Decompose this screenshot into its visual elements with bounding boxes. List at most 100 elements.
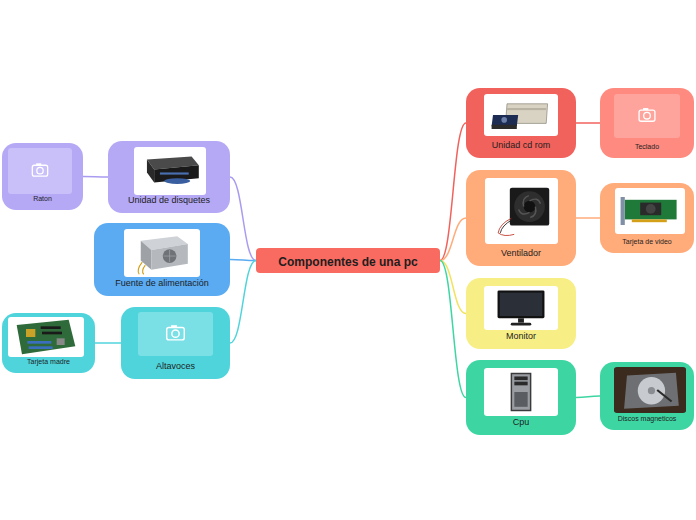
picture-part (514, 376, 527, 380)
picture-part (624, 373, 679, 409)
topic-label: Cpu (513, 417, 530, 427)
topic-box: Fuente de alimentación (94, 223, 230, 296)
picture-part (646, 204, 656, 214)
picture-part (511, 323, 532, 326)
root-label: Componentes de una pc (278, 256, 417, 270)
video-card-picture (615, 188, 685, 234)
topic-box: Discos magneticos (600, 362, 694, 430)
branch-connector (576, 122, 600, 124)
topic-label: Altavoces (156, 361, 195, 371)
picture-part (492, 125, 517, 129)
branch-connector (440, 218, 466, 261)
topic-box: Unidad de disquetes (108, 141, 230, 213)
topic-label: Teclado (635, 143, 659, 151)
branch-connector (576, 217, 600, 219)
picture-part (639, 110, 655, 121)
picture-part (164, 250, 176, 262)
picture-part (514, 392, 527, 407)
power-supply-picture (124, 229, 200, 277)
picture-part (42, 332, 62, 335)
picture-part (643, 108, 648, 110)
picture-part (26, 329, 35, 337)
picture-part (29, 346, 53, 349)
camera-placeholder (8, 148, 72, 194)
camera-placeholder (138, 312, 213, 356)
text-holder: Unidad cd rom (466, 134, 576, 152)
picture-part (501, 117, 507, 123)
picture-part (36, 163, 41, 165)
text-holder: Fuente de alimentación (94, 272, 230, 290)
floppy-drive-picture (134, 147, 206, 195)
branch-connector (576, 396, 600, 398)
picture-part (644, 112, 651, 119)
branch-connector (83, 176, 108, 178)
topic-label: Monitor (506, 331, 536, 341)
motherboard-picture (8, 317, 84, 357)
topic-label: Unidad de disquetes (128, 195, 210, 205)
monitor-picture (484, 286, 558, 330)
picture-part (518, 318, 524, 322)
picture-part (648, 387, 655, 394)
text-holder: Cpu (466, 411, 576, 429)
topic-box: Cpu (466, 360, 576, 435)
branch-connector (230, 261, 256, 344)
picture-part (41, 326, 61, 329)
picture-part (632, 219, 667, 222)
text-holder: Componentes de una pc (256, 252, 440, 270)
topic-label: Tarjeta de video (622, 238, 671, 246)
picture-part (640, 203, 661, 216)
picture-part (37, 167, 43, 173)
text-holder: Monitor (466, 325, 576, 343)
picture-part (160, 172, 189, 174)
topic-box: Altavoces (121, 307, 230, 379)
picture-part (500, 220, 512, 233)
picture-part (614, 368, 686, 411)
picture-part (510, 188, 549, 226)
root-topic: Componentes de una pc (256, 248, 440, 273)
picture-part (171, 325, 177, 327)
picture-part (507, 108, 546, 110)
branch-connector (440, 261, 466, 398)
fan-picture (485, 178, 558, 244)
text-holder: Discos magneticos (600, 407, 694, 425)
picture-part (57, 338, 65, 345)
topic-label: Fuente de alimentación (115, 278, 209, 288)
hard-disk-picture (614, 367, 686, 413)
text-holder: Tarjeta de video (600, 230, 694, 248)
picture-part (138, 262, 145, 274)
picture-part (164, 178, 190, 184)
picture-part (167, 327, 185, 339)
topic-label: Discos magneticos (618, 415, 677, 423)
picture-part (524, 201, 536, 213)
text-holder: Ventilador (466, 242, 576, 260)
text-holder: Unidad de disquetes (108, 189, 230, 207)
picture-part (657, 390, 671, 402)
picture-part (147, 159, 154, 182)
branch-connector (440, 123, 466, 261)
picture-part (27, 341, 51, 344)
text-holder: Teclado (600, 135, 694, 153)
topic-label: Tarjeta madre (27, 358, 70, 366)
topic-box: Unidad cd rom (466, 88, 576, 158)
picture-part (141, 241, 152, 270)
text-holder: Tarjeta madre (2, 350, 95, 368)
topic-box: Raton (2, 143, 83, 210)
topic-box: Tarjeta madre (2, 313, 95, 373)
tower-picture (484, 368, 558, 416)
picture-part (638, 377, 665, 404)
topic-box: Ventilador (466, 170, 576, 266)
topic-box: Tarjeta de video (600, 183, 694, 253)
picture-part (519, 196, 541, 218)
picture-part (511, 373, 532, 411)
branch-connector (95, 342, 121, 344)
topic-label: Ventilador (501, 248, 541, 258)
picture-part (512, 374, 530, 410)
picture-part (514, 382, 527, 386)
picture-part (514, 191, 545, 222)
topic-box: Monitor (466, 278, 576, 349)
topic-box: Teclado (600, 88, 694, 158)
topic-label: Unidad cd rom (492, 140, 551, 150)
cdrom-picture (484, 94, 558, 136)
picture-part (151, 244, 187, 270)
